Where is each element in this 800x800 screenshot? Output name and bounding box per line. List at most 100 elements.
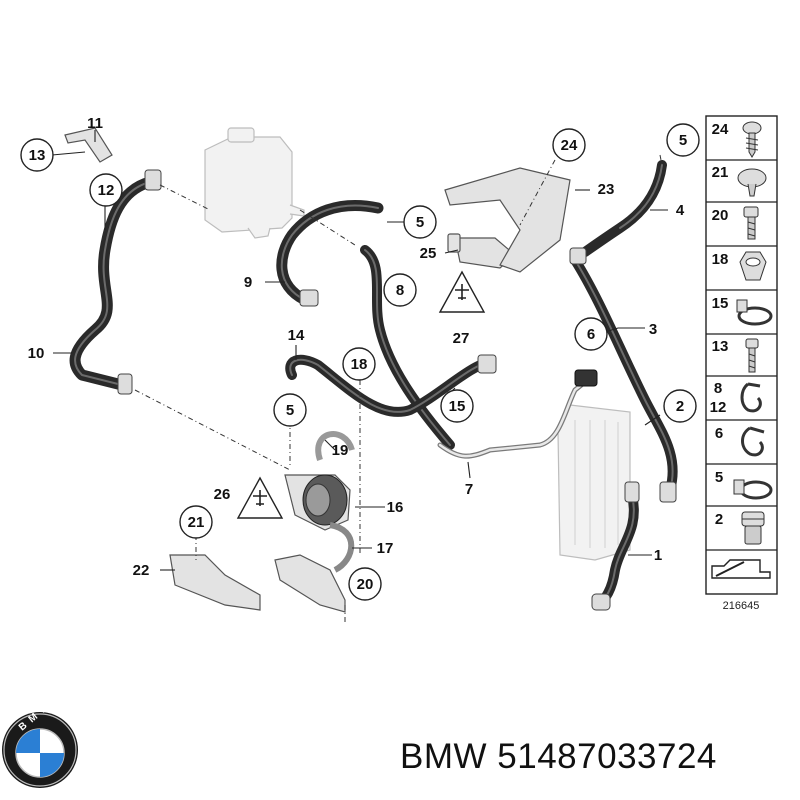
side-parts-table: 24 21 20 18 — [705, 115, 778, 595]
svg-text:25: 25 — [420, 245, 437, 262]
side-row-18[interactable]: 18 — [712, 251, 767, 281]
callout-2[interactable]: 2 — [663, 389, 697, 423]
svg-text:14: 14 — [288, 327, 305, 344]
bracket-23 — [444, 167, 571, 273]
side-row-13[interactable]: 13 — [712, 338, 759, 373]
electric-water-pump-16 — [284, 474, 351, 531]
bracket-22 — [169, 554, 261, 611]
pointer-arrow-icon — [711, 559, 771, 579]
callout-23[interactable]: 23 — [598, 181, 615, 198]
callout-13[interactable]: 13 — [20, 138, 54, 172]
callout-7[interactable]: 7 — [465, 481, 473, 498]
callout-5-right[interactable]: 5 — [666, 123, 700, 157]
callout-8[interactable]: 8 — [383, 273, 417, 307]
svg-text:18: 18 — [712, 251, 729, 268]
svg-text:4: 4 — [676, 202, 685, 219]
svg-text:2: 2 — [676, 398, 684, 415]
svg-text:8: 8 — [396, 282, 404, 299]
part-number-caption: BMW 51487033724 — [400, 737, 717, 777]
hose-9 — [276, 200, 384, 307]
callout-1[interactable]: 1 — [654, 547, 662, 564]
callout-6[interactable]: 6 — [574, 317, 608, 351]
svg-text:6: 6 — [587, 326, 595, 343]
svg-text:18: 18 — [351, 356, 368, 373]
svg-text:15: 15 — [449, 398, 466, 415]
svg-text:10: 10 — [28, 345, 45, 362]
bracket-17 — [274, 522, 355, 613]
svg-text:11: 11 — [87, 115, 103, 132]
brand-name: BMW — [400, 737, 488, 776]
svg-text:23: 23 — [598, 181, 615, 198]
callout-17[interactable]: 17 — [377, 540, 394, 557]
svg-text:19: 19 — [332, 442, 349, 459]
bmw-logo: BMW — [2, 701, 78, 788]
svg-text:2: 2 — [715, 511, 723, 528]
hose-connector-icon — [741, 511, 765, 545]
svg-text:16: 16 — [387, 499, 404, 516]
hose-14 — [285, 354, 497, 417]
svg-text:21: 21 — [188, 514, 205, 531]
svg-text:12: 12 — [98, 182, 115, 199]
bolt-icon — [743, 206, 759, 240]
side-row-5[interactable]: 5 — [715, 469, 773, 500]
svg-text:1: 1 — [654, 547, 662, 564]
side-row-24[interactable]: 24 — [712, 121, 762, 158]
svg-text:24: 24 — [561, 137, 578, 154]
electric-water-pump-25 — [447, 233, 516, 269]
side-row-6[interactable]: 6 — [715, 425, 765, 457]
svg-text:20: 20 — [357, 576, 374, 593]
callout-18[interactable]: 18 — [342, 347, 376, 381]
callout-26[interactable]: 26 — [214, 476, 284, 519]
svg-text:13: 13 — [29, 147, 46, 164]
callout-21[interactable]: 21 — [179, 505, 213, 539]
callout-27[interactable]: 27 — [438, 270, 486, 347]
callout-19[interactable]: 19 — [332, 442, 349, 459]
callout-12[interactable]: 12 — [89, 173, 123, 207]
callout-15[interactable]: 15 — [440, 389, 474, 423]
callout-4[interactable]: 4 — [676, 202, 685, 219]
callout-14[interactable]: 14 — [288, 327, 305, 344]
callout-24[interactable]: 24 — [552, 128, 586, 162]
side-row-21[interactable]: 21 — [712, 164, 767, 197]
callout-10[interactable]: 10 — [28, 345, 45, 362]
svg-text:13: 13 — [712, 338, 729, 355]
svg-text:9: 9 — [244, 274, 252, 291]
spring-clip-icon — [740, 382, 762, 413]
svg-text:5: 5 — [715, 469, 723, 486]
callout-25[interactable]: 25 — [420, 245, 437, 262]
hose-clamp-icon — [736, 299, 773, 326]
hose-10 — [69, 169, 162, 395]
svg-text:6: 6 — [715, 425, 723, 442]
screw-icon — [742, 121, 762, 158]
hex-nut-icon — [739, 251, 767, 281]
svg-text:5: 5 — [416, 214, 424, 231]
callout-9[interactable]: 9 — [244, 274, 252, 291]
bracket-11 — [64, 127, 113, 163]
callout-11[interactable]: 11 — [87, 115, 103, 132]
hose-8 — [360, 245, 455, 450]
side-row-8-12[interactable]: 8 12 — [710, 380, 762, 416]
callout-5-mid[interactable]: 5 — [273, 393, 307, 427]
clip-cap-icon — [737, 168, 767, 197]
callout-3[interactable]: 3 — [649, 321, 657, 338]
hose-1 — [591, 481, 640, 611]
svg-text:17: 17 — [377, 540, 394, 557]
clamp-19 — [315, 431, 355, 461]
svg-text:21: 21 — [712, 164, 729, 181]
svg-text:24: 24 — [712, 121, 729, 138]
spring-clip-icon — [741, 426, 765, 457]
svg-text:5: 5 — [679, 132, 687, 149]
callout-16[interactable]: 16 — [387, 499, 404, 516]
callout-5-top[interactable]: 5 — [403, 205, 437, 239]
side-row-20[interactable]: 20 — [712, 206, 759, 240]
callout-20[interactable]: 20 — [348, 567, 382, 601]
hose-clamp-icon — [733, 479, 773, 500]
svg-text:15: 15 — [712, 295, 729, 312]
svg-text:7: 7 — [465, 481, 473, 498]
bolt-icon — [745, 338, 759, 373]
svg-text:8: 8 — [714, 380, 722, 397]
side-row-2[interactable]: 2 — [715, 511, 765, 545]
side-row-15[interactable]: 15 — [712, 295, 773, 326]
callout-22[interactable]: 22 — [133, 562, 150, 579]
